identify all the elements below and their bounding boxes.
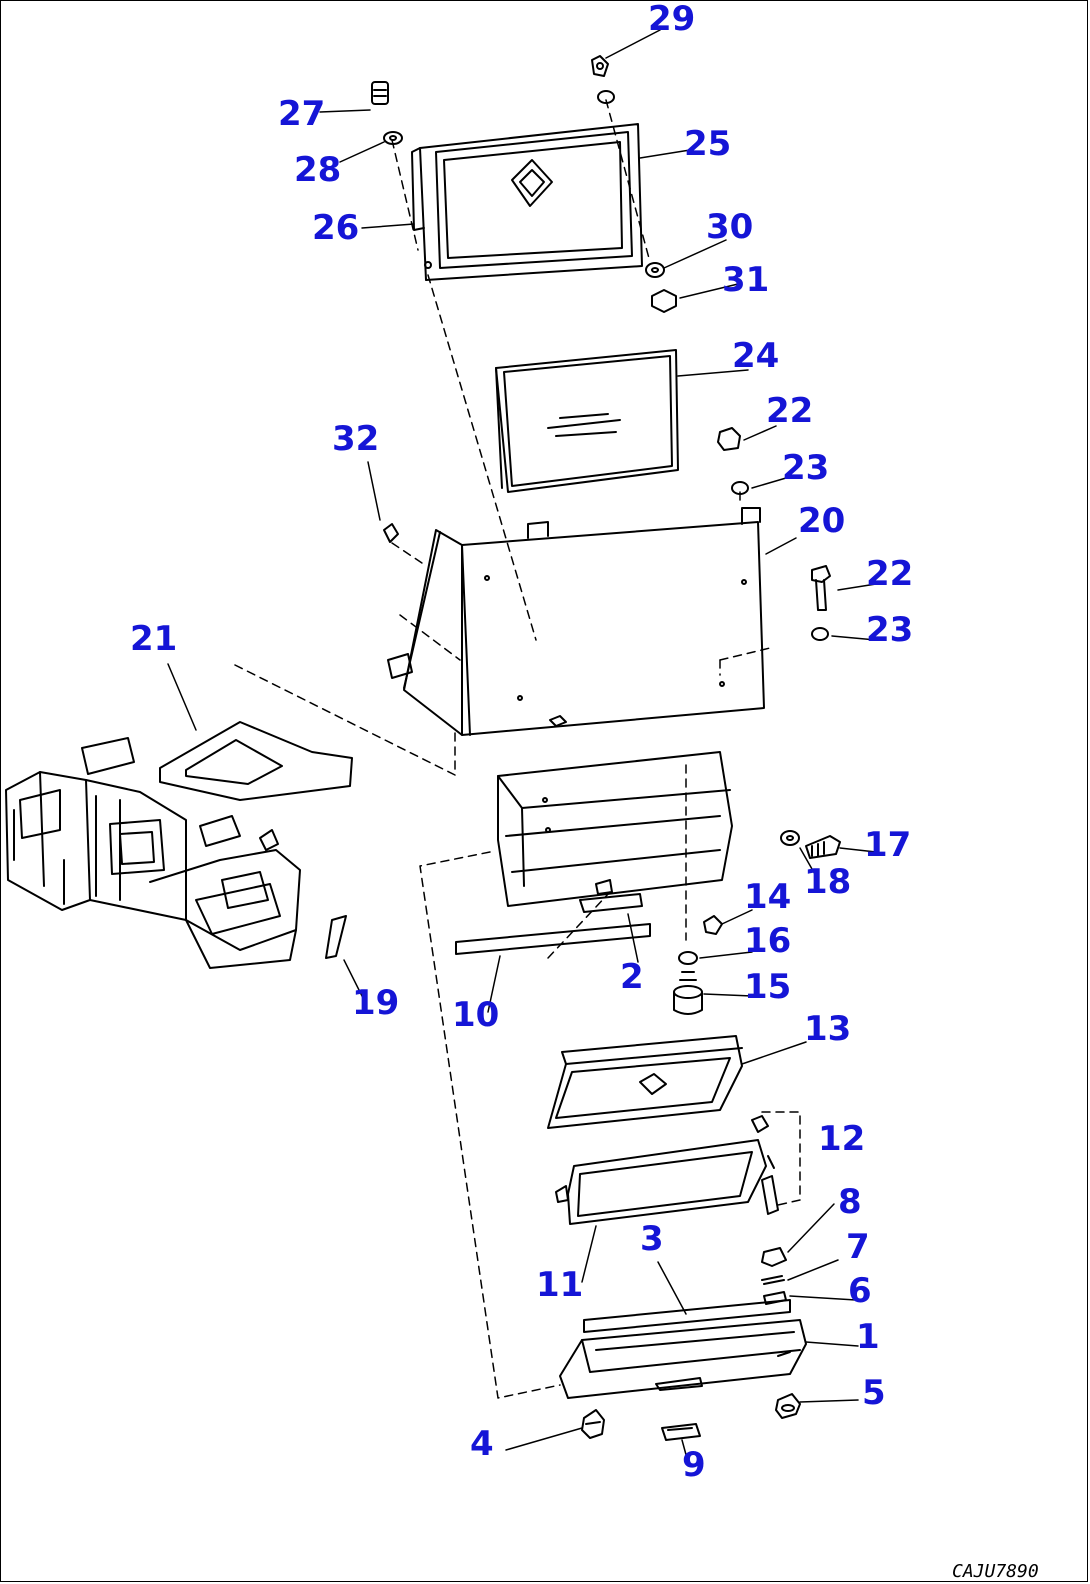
foot-4 [581, 1409, 605, 1439]
pad-21 [159, 721, 353, 801]
nut-31 [651, 289, 677, 313]
callout-28: 28 [294, 150, 341, 190]
washer-23a [731, 481, 749, 495]
bolt-17 [805, 835, 841, 859]
callout-27: 27 [278, 94, 325, 134]
callout-5: 5 [862, 1373, 886, 1413]
spring-7 [761, 1275, 785, 1285]
tray-13 [547, 1035, 743, 1129]
callout-11: 11 [536, 1265, 583, 1305]
callout-1: 1 [856, 1317, 880, 1357]
callout-16: 16 [744, 921, 791, 961]
callout-32: 32 [332, 419, 379, 459]
bolt-27 [371, 81, 389, 105]
callout-20: 20 [798, 501, 845, 541]
rail-3 [583, 1299, 791, 1333]
cap-8 [761, 1247, 787, 1267]
nut-14 [703, 915, 723, 935]
washer-18 [780, 830, 800, 846]
callout-30: 30 [706, 207, 753, 247]
callout-13: 13 [804, 1009, 851, 1049]
lid-11 [555, 1139, 767, 1225]
callout-9: 9 [682, 1445, 706, 1485]
box-2 [497, 751, 733, 913]
strip-10 [455, 923, 651, 955]
callout-29: 29 [648, 0, 695, 39]
callout-24: 24 [732, 336, 779, 376]
assembly-lines [234, 99, 801, 1399]
bolt-22b [811, 565, 831, 611]
console-assembly [5, 737, 301, 969]
callout-31: 31 [722, 260, 769, 300]
callout-6: 6 [848, 1271, 872, 1311]
callout-14: 14 [744, 877, 791, 917]
base-1 [559, 1319, 807, 1399]
bushing-15 [673, 971, 703, 1015]
callout-3: 3 [640, 1219, 664, 1259]
callout-12: 12 [818, 1119, 865, 1159]
monitor-24 [495, 349, 679, 493]
callout-23: 23 [782, 448, 829, 488]
callout-22-lower: 22 [866, 554, 913, 594]
callout-25: 25 [684, 124, 731, 164]
callout-17: 17 [864, 825, 911, 865]
callout-19: 19 [352, 983, 399, 1023]
clip-19 [325, 915, 347, 959]
callout-23-lower: 23 [866, 610, 913, 650]
washer-23b [811, 627, 829, 641]
callout-4: 4 [470, 1424, 494, 1464]
foot-5 [775, 1393, 801, 1419]
callout-21: 21 [130, 619, 177, 659]
latch-12 [751, 1115, 779, 1215]
washer-16 [678, 951, 698, 965]
housing-20 [383, 507, 765, 736]
reference-code: CAJU7890 [952, 1561, 1039, 1582]
callout-10: 10 [452, 995, 499, 1035]
washer-28 [383, 131, 403, 145]
nut-22a [717, 427, 741, 451]
washer-30 [645, 262, 665, 278]
leader-lines [167, 29, 877, 1463]
callout-8: 8 [838, 1182, 862, 1222]
callout-15: 15 [744, 967, 791, 1007]
bracket-25 [411, 123, 643, 281]
callout-22: 22 [766, 391, 813, 431]
bolt-29 [591, 55, 609, 77]
callout-2: 2 [620, 957, 644, 997]
callout-26: 26 [312, 208, 359, 248]
washer-29b [597, 90, 615, 104]
callout-18: 18 [804, 862, 851, 902]
pad-9 [661, 1423, 701, 1441]
callout-7: 7 [846, 1227, 870, 1267]
